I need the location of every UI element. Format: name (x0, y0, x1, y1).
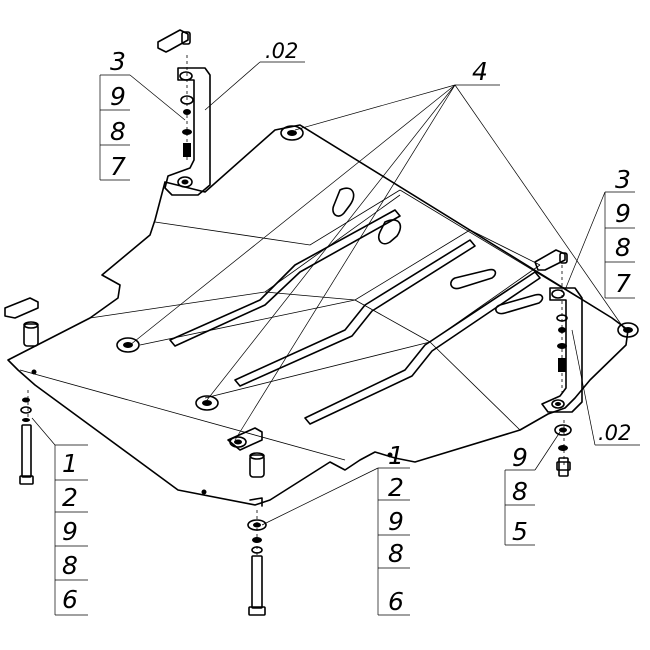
plate-outline (7, 124, 629, 506)
label-right-code: .02 (598, 421, 631, 445)
grommet-top (280, 125, 304, 141)
center-clip (227, 427, 263, 451)
bolt-center-assembly (247, 452, 267, 616)
rib-3 (304, 271, 541, 425)
bracket-right-body (541, 287, 583, 413)
grommet-right (617, 322, 639, 338)
label-left-bolt-4: 8 (62, 551, 78, 580)
fold-line-7 (429, 341, 521, 431)
grommet-center (195, 395, 219, 411)
spacer-left (23, 323, 39, 347)
label-right-bolt-1: 9 (512, 443, 528, 472)
fold-line-9 (399, 189, 613, 319)
washer-left-2 (183, 109, 191, 115)
label-right-bracket-2: 9 (615, 199, 631, 228)
slot-4 (495, 293, 544, 315)
label-left-bracket-4: 7 (110, 152, 126, 181)
bracket-left-assembly (157, 29, 211, 196)
washer-left-1 (180, 95, 194, 105)
bracket-left-top-hole (179, 71, 193, 81)
front-tab (249, 497, 263, 507)
small-hole-left (31, 369, 37, 375)
clip-left-top (157, 29, 189, 53)
label-part-4: 4 (472, 57, 488, 86)
bolt-left (21, 424, 32, 478)
label-left-bracket-2: 9 (110, 82, 126, 111)
label-center-bolt-3: 9 (388, 507, 404, 536)
fold-line-10 (469, 229, 541, 266)
grommet-left (116, 337, 140, 353)
slot-3 (450, 268, 497, 290)
skid-plate (7, 124, 639, 507)
label-left-bolt-5: 6 (62, 585, 78, 614)
label-center-bolt-2: 2 (388, 473, 404, 502)
label-center-bolt-1: 1 (388, 441, 404, 470)
bracket-left-body (164, 67, 211, 196)
slot-2 (377, 219, 402, 245)
rib-1 (169, 209, 401, 347)
fold-line-8 (19, 369, 346, 461)
label-left-bolt-2: 2 (62, 483, 78, 512)
fold-line-1 (154, 189, 401, 246)
clip-left (4, 297, 39, 319)
slot-1 (332, 187, 355, 217)
clip-right-top (534, 249, 566, 271)
label-right-bolt-3: 5 (512, 517, 528, 546)
spacer-center (249, 454, 265, 478)
nut-left (183, 143, 191, 157)
small-hole-front (387, 452, 393, 458)
bolt-right-assembly (554, 420, 572, 477)
fold-line-6 (204, 341, 431, 399)
washer-left-3 (182, 129, 192, 135)
label-right-bracket-3: 8 (615, 233, 631, 262)
bolt-center (251, 555, 263, 609)
bracket-left-hole (177, 176, 193, 188)
label-left-code: .02 (265, 39, 298, 63)
label-left-bolt-1: 1 (62, 449, 78, 478)
label-right-bracket-4: 7 (615, 269, 631, 298)
label-center-bolt-4: 8 (388, 539, 404, 568)
label-left-bolt-3: 9 (62, 517, 78, 546)
callout-labels: 4 .02 3 9 8 7 3 9 8 7 .02 1 2 9 8 6 1 2 … (62, 39, 631, 616)
bracket-right-assembly (534, 249, 583, 413)
leader-lines (31, 61, 640, 616)
bolt-right (558, 457, 569, 477)
rib-2 (234, 239, 476, 387)
small-hole-bottom (201, 489, 207, 495)
label-right-bracket-1: 3 (615, 165, 631, 194)
label-right-bolt-2: 8 (512, 477, 528, 506)
label-center-bolt-5: 6 (388, 587, 404, 616)
label-left-bracket-1: 3 (110, 47, 126, 76)
label-left-bracket-3: 8 (110, 117, 126, 146)
bolt-left-assembly (4, 297, 39, 485)
